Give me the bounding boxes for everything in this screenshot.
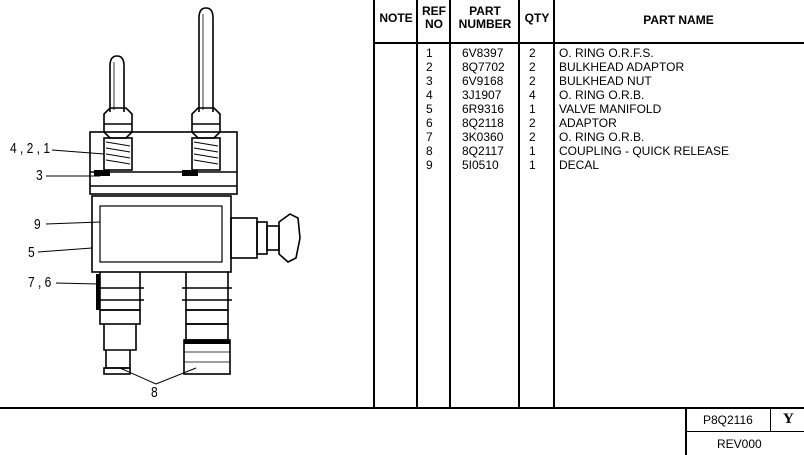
callout-7-6: 7 , 6 [28,274,52,291]
header-no-text: NO [425,17,443,31]
part-name-cell: VALVE MANIFOLD [559,102,662,116]
title-block: P8Q2116 Y REV000 [685,409,804,455]
ref-no-cell: 2 [426,60,433,74]
qty-cell: 4 [529,88,536,102]
part-number-cell: 3J1907 [462,88,502,102]
part-number-cell: 8Q7702 [462,60,505,74]
part-number-cell: 3K0360 [462,130,504,144]
column-divider-qty [553,0,555,408]
callout-4-2-1: 4 , 2 , 1 [10,140,51,157]
ref-no-cell: 3 [426,74,433,88]
part-name-cell: O. RING O.R.B. [559,130,645,144]
qty-cell: 2 [529,74,536,88]
part-number-cell: 5I0510 [462,158,499,172]
callout-5: 5 [28,244,35,261]
ref-no-cell: 1 [426,46,433,60]
qty-cell: 1 [529,144,536,158]
column-divider-note [416,0,418,408]
header-part-number: PART NUMBER [451,5,519,31]
header-part-name-text: PART NAME [643,13,714,27]
table-left-border [373,0,375,408]
ref-no-cell: 6 [426,116,433,130]
header-part-text: PART [469,4,501,18]
part-name-cell: O. RING O.R.B. [559,88,645,102]
header-ref-text: REF [422,4,446,18]
header-note-text: NOTE [379,11,413,25]
qty-cell: 2 [529,130,536,144]
bottom-rule [0,407,804,409]
part-number-cell: 6V9168 [462,74,504,88]
part-name-cell: ADAPTOR [559,116,617,130]
header-qty: QTY [520,12,554,25]
title-block-letter-divider [770,409,771,431]
part-number-cell: 6R9316 [462,102,505,116]
qty-cell: 2 [529,60,536,74]
part-name-cell: O. RING O.R.F.S. [559,46,654,60]
part-name-cell: DECAL [559,158,600,172]
header-qty-text: QTY [524,11,550,25]
drawing-part-number: P8Q2116 [703,413,753,427]
column-divider-part [518,0,520,408]
qty-cell: 2 [529,116,536,130]
revision-code: REV000 [717,437,762,451]
title-block-left-border [685,409,687,455]
callout-8: 8 [151,384,158,401]
ref-no-cell: 9 [426,158,433,172]
part-number-cell: 8Q2117 [462,144,504,158]
ref-no-cell: 8 [426,144,433,158]
assembly-drawing: 4 , 2 , 1 3 9 5 7 , 6 8 [0,0,374,408]
column-divider-ref [449,0,451,408]
header-note: NOTE [375,12,417,25]
callout-9: 9 [34,216,41,233]
qty-cell: 1 [529,158,536,172]
part-name-cell: BULKHEAD ADAPTOR [559,60,685,74]
callout-3: 3 [36,167,43,184]
part-name-cell: COUPLING - QUICK RELEASE [559,144,730,158]
valve-manifold-illustration [37,7,301,385]
ref-no-cell: 4 [426,88,433,102]
header-ref-no: REF NO [418,5,450,31]
part-number-cell: 6V8397 [462,46,504,60]
title-block-divider [687,431,804,432]
qty-cell: 1 [529,102,536,116]
header-part-name: PART NAME [555,14,802,27]
part-name-cell: BULKHEAD NUT [559,74,652,88]
ref-no-cell: 7 [426,130,433,144]
qty-cell: 2 [529,46,536,60]
ref-no-cell: 5 [426,102,433,116]
header-number-text: NUMBER [458,17,512,31]
revision-letter: Y [783,411,794,427]
part-number-cell: 8Q2118 [462,116,504,130]
header-rule [374,42,804,44]
